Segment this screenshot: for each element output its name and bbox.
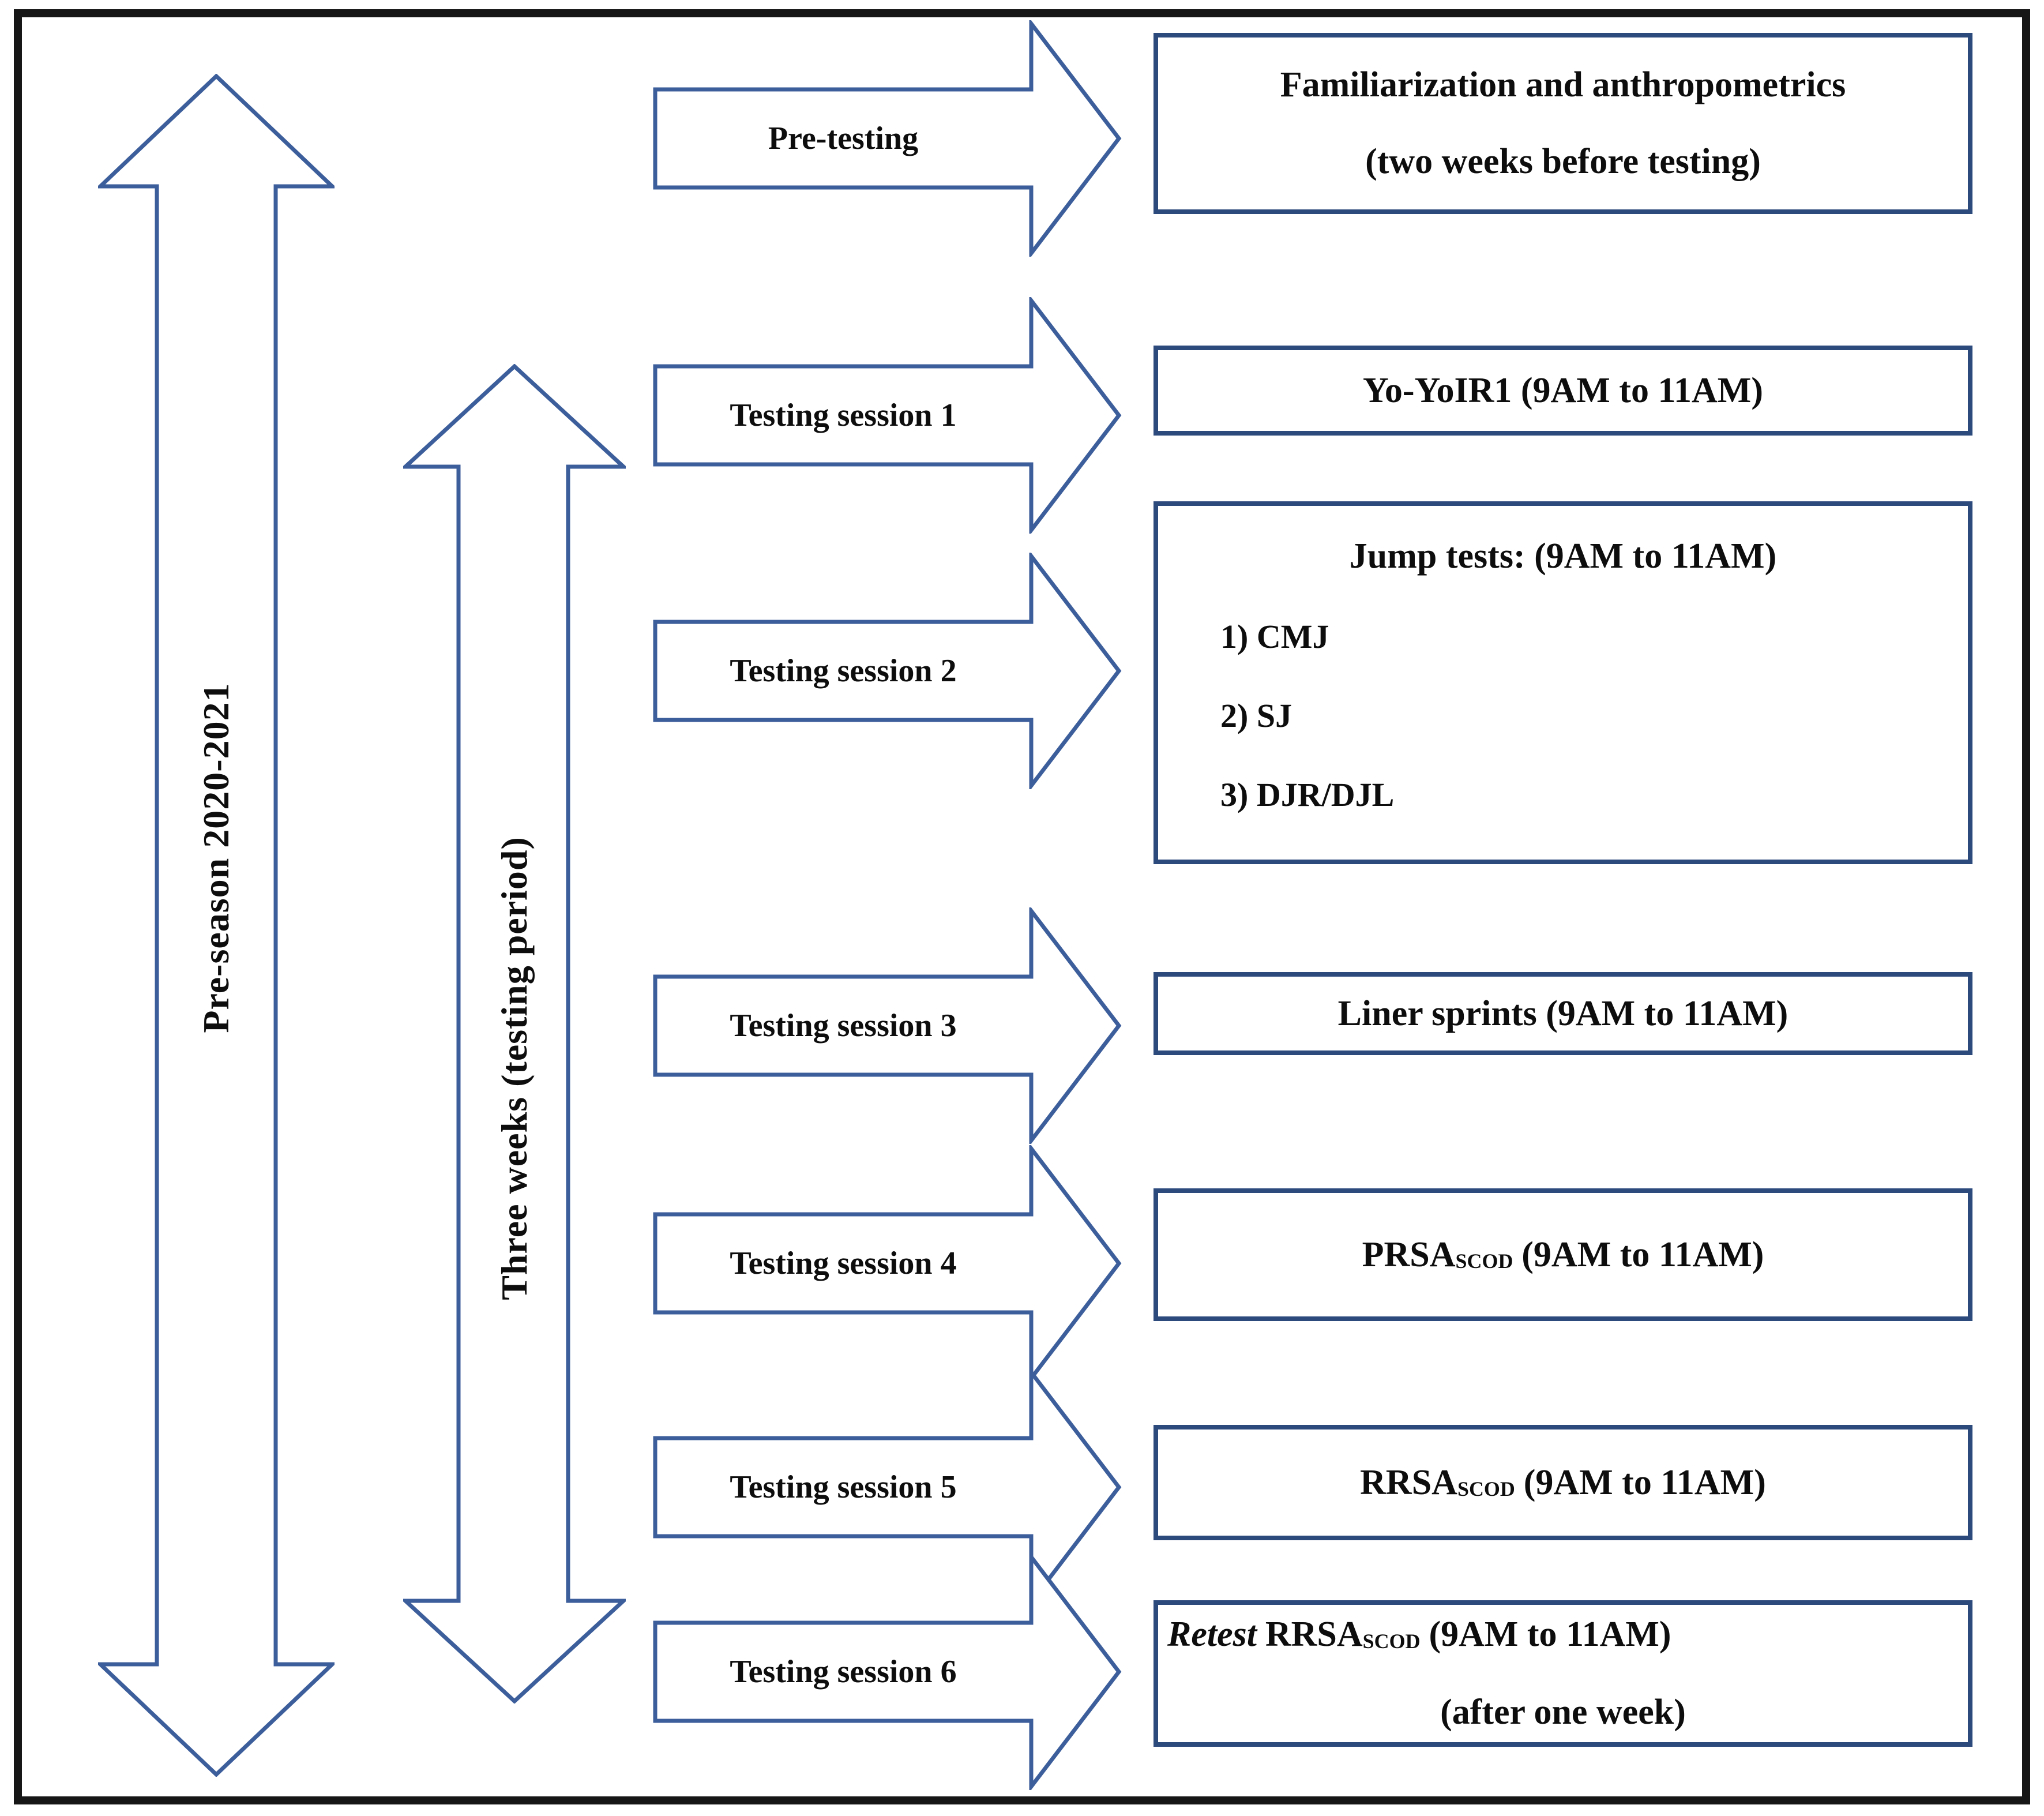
arrow-label: Testing session 6 (730, 1654, 957, 1690)
double-headed-vertical-arrow-shape (403, 364, 626, 1704)
testing-period-timeline-arrow (403, 364, 626, 1704)
testing-session-6-arrow: Testing session 6 (653, 1554, 1124, 1790)
test-time: (9AM to 11AM) (1429, 1615, 1671, 1654)
testing-period-label: Three weeks (testing period) (494, 836, 535, 1300)
test-acronym: RRSA (1360, 1462, 1457, 1502)
jump-tests-title: Jump tests: (9AM to 11AM) (1349, 536, 1777, 576)
retest-word: Retest (1167, 1615, 1257, 1654)
arrow-label: Testing session 5 (730, 1469, 957, 1505)
box-text-line: (after one week) (1440, 1693, 1686, 1732)
right-arrow-shape (653, 1369, 1122, 1605)
familiarization-box: Familiarization and anthropometrics (two… (1153, 33, 1972, 214)
test-time: (9AM to 11AM) (1523, 1462, 1766, 1502)
double-headed-vertical-arrow-shape (98, 74, 335, 1777)
right-arrow-shape (653, 297, 1122, 534)
test-acronym: RRSA (1265, 1615, 1363, 1654)
right-arrow-shape (653, 553, 1122, 789)
arrow-label: Testing session 1 (730, 397, 957, 433)
test-time: (9AM to 11AM) (1521, 1235, 1764, 1274)
arrow-polygon (653, 553, 1122, 789)
right-arrow-shape (653, 1554, 1122, 1790)
test-acronym: PRSA (1362, 1235, 1456, 1274)
arrow-label: Testing session 4 (730, 1245, 957, 1281)
right-arrow-shape (653, 20, 1122, 257)
jump-test-item: 3) DJR/DJL (1220, 776, 1395, 813)
box-text-line: Liner sprints (9AM to 11AM) (1337, 993, 1788, 1033)
pre-season-timeline-arrow (98, 74, 335, 1777)
testing-session-4-arrow: Testing session 4 (653, 1145, 1124, 1382)
box-text-line: PRSASCOD (9AM to 11AM) (1158, 1235, 1968, 1275)
test-acronym-subscript: SCOD (1455, 1250, 1513, 1273)
jump-test-item: 1) CMJ (1220, 618, 1329, 655)
linear-sprints-box: Liner sprints (9AM to 11AM) (1153, 972, 1972, 1055)
jump-test-item: 2) SJ (1220, 697, 1292, 734)
box-text-line: RRSASCOD (9AM to 11AM) (1158, 1462, 1968, 1503)
yoyo-test-box: Yo-YoIR1 (9AM to 11AM) (1153, 346, 1972, 436)
right-arrow-shape (653, 907, 1122, 1144)
arrow-polygon (653, 907, 1122, 1144)
arrow-label: Testing session 2 (730, 653, 957, 689)
arrow-label: Pre-testing (768, 121, 919, 156)
testing-session-1-arrow: Testing session 1 (653, 297, 1124, 534)
rrsa-box: RRSASCOD (9AM to 11AM) (1153, 1425, 1972, 1540)
arrow-polygon (653, 1369, 1122, 1605)
box-text-line: Familiarization and anthropometrics (1280, 65, 1846, 104)
right-arrow-shape (653, 1145, 1122, 1382)
arrow-polygon (653, 1145, 1122, 1382)
test-acronym-subscript: SCOD (1362, 1629, 1421, 1653)
testing-session-3-arrow: Testing session 3 (653, 907, 1124, 1144)
box-text-line: Yo-YoIR1 (9AM to 11AM) (1363, 370, 1763, 410)
arrow-polygon (98, 74, 335, 1777)
pre-testing-arrow: Pre-testing (653, 20, 1124, 257)
testing-session-5-arrow: Testing session 5 (653, 1369, 1124, 1605)
pre-season-label: Pre-season 2020-2021 (196, 682, 236, 1033)
arrow-polygon (653, 297, 1122, 534)
arrow-polygon (653, 1554, 1122, 1790)
arrow-polygon (653, 20, 1122, 257)
prsa-box: PRSASCOD (9AM to 11AM) (1153, 1188, 1972, 1321)
arrow-label: Testing session 3 (730, 1008, 957, 1044)
box-text-line: (two weeks before testing) (1365, 142, 1761, 181)
testing-session-2-arrow: Testing session 2 (653, 553, 1124, 789)
arrow-polygon (403, 364, 626, 1704)
jump-tests-box: Jump tests: (9AM to 11AM) 1) CMJ 2) SJ 3… (1153, 501, 1972, 864)
test-acronym-subscript: SCOD (1457, 1477, 1515, 1501)
